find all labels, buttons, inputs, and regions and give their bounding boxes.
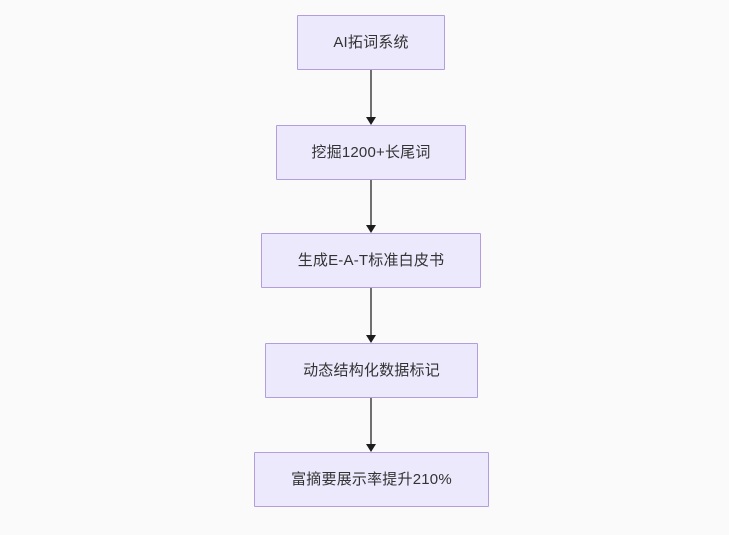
edge-line <box>370 180 372 225</box>
arrowhead-icon <box>366 225 376 233</box>
flow-node-mine-longtail-keywords[interactable]: 挖掘1200+长尾词 <box>276 125 466 180</box>
flow-node-label: 富摘要展示率提升210% <box>291 470 452 488</box>
flow-node-label: AI拓词系统 <box>333 33 409 51</box>
flow-node-ai-keyword-system[interactable]: AI拓词系统 <box>297 15 445 70</box>
flow-node-generate-eat-whitepaper[interactable]: 生成E-A-T标准白皮书 <box>261 233 481 288</box>
flow-node-rich-snippet-impression-uplift[interactable]: 富摘要展示率提升210% <box>254 452 489 507</box>
arrowhead-icon <box>366 335 376 343</box>
arrowhead-icon <box>366 117 376 125</box>
flow-node-dynamic-structured-data-markup[interactable]: 动态结构化数据标记 <box>265 343 478 398</box>
edge-line <box>370 288 372 335</box>
flow-node-label: 动态结构化数据标记 <box>303 361 440 379</box>
flow-node-label: 生成E-A-T标准白皮书 <box>297 251 445 269</box>
edge-line <box>370 70 372 117</box>
edge-line <box>370 398 372 444</box>
arrowhead-icon <box>366 444 376 452</box>
flow-node-label: 挖掘1200+长尾词 <box>311 143 431 161</box>
